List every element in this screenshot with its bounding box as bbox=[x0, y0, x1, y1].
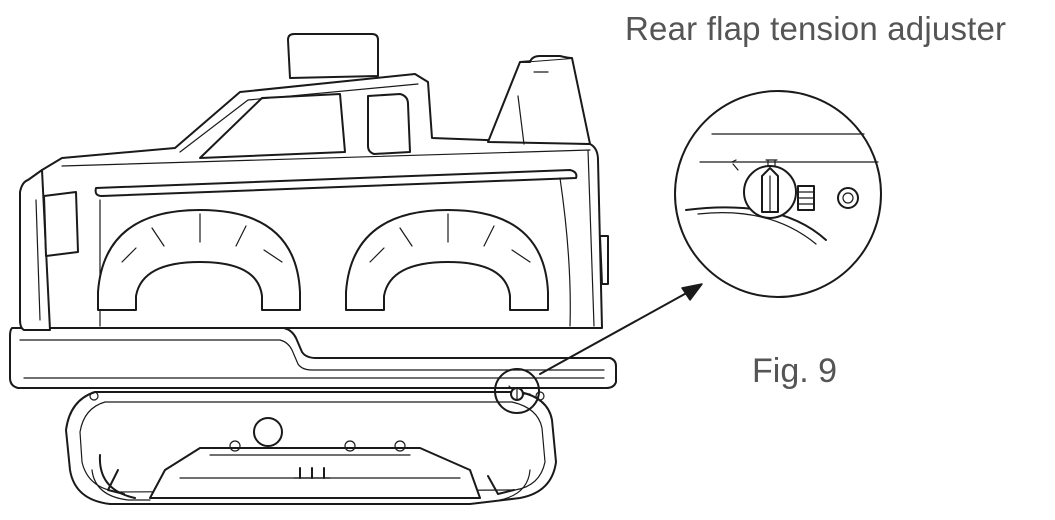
top-module bbox=[287, 33, 591, 145]
main-housing bbox=[19, 73, 609, 331]
track-assembly bbox=[65, 391, 557, 505]
callout-label: Rear flap tension adjuster bbox=[625, 10, 1007, 47]
bumper-band bbox=[9, 327, 617, 389]
leader-arrow bbox=[539, 283, 703, 375]
figure-label: Fig. 9 bbox=[752, 352, 838, 390]
magnified-callout bbox=[674, 90, 882, 298]
tension-adjuster-small bbox=[494, 368, 540, 414]
